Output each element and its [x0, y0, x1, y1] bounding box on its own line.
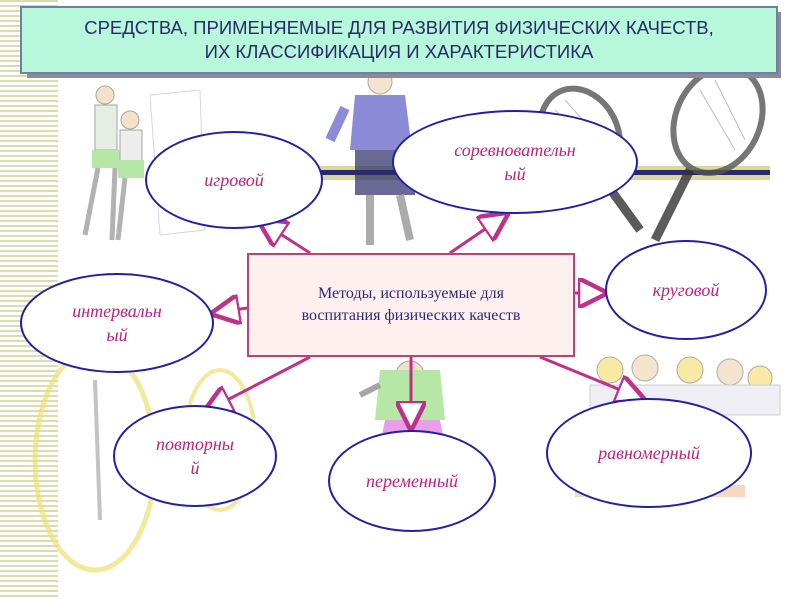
node-igrovoy-label: игровой — [204, 170, 264, 190]
node-sorevnovatelny: соревновательн ый — [392, 110, 638, 214]
node-povtorny-label-1: повторны — [156, 434, 234, 454]
node-intervalny-label-1: интервальн — [72, 301, 162, 321]
arrow-to-ravnomerny — [539, 355, 640, 398]
node-sorevnovatelny-label-2: ый — [504, 164, 526, 184]
node-krugovoy: круговой — [605, 240, 767, 340]
title-line-1: СРЕДСТВА, ПРИМЕНЯЕМЫЕ ДЛЯ РАЗВИТИЯ ФИЗИЧ… — [84, 17, 714, 38]
node-peremenny-label: переменный — [365, 471, 459, 491]
center-line-1: Методы, используемые для — [318, 285, 504, 302]
node-sorevnovatelny-label-1: соревновательн — [454, 140, 576, 160]
node-ravnomerny: равномерный — [546, 398, 752, 508]
page-title: СРЕДСТВА, ПРИМЕНЯЕМЫЕ ДЛЯ РАЗВИТИЯ ФИЗИЧ… — [20, 6, 778, 74]
node-intervalny: интервальн ый — [20, 273, 214, 373]
arrow-to-sorevnovatelny — [449, 216, 504, 255]
volleyball-players-clipart — [82, 85, 206, 241]
center-node: Методы, используемые для воспитания физи… — [247, 253, 575, 357]
arrow-to-povtorny — [208, 355, 311, 410]
arrow-to-intervalny — [216, 308, 248, 313]
node-povtorny-label-2: й — [190, 458, 200, 478]
title-line-2: ИХ КЛАССИФИКАЦИЯ И ХАРАКТЕРИСТИКА — [204, 41, 594, 62]
node-krugovoy-label: круговой — [652, 280, 720, 300]
center-line-2: воспитания физических качеств — [301, 307, 521, 324]
node-peremenny: переменный — [328, 430, 496, 532]
node-povtorny: повторны й — [113, 405, 277, 507]
node-intervalny-label-2: ый — [106, 325, 128, 345]
arrow-to-igrovoy — [262, 222, 311, 255]
node-ravnomerny-label: равномерный — [598, 443, 700, 463]
node-igrovoy: игровой — [145, 131, 323, 229]
